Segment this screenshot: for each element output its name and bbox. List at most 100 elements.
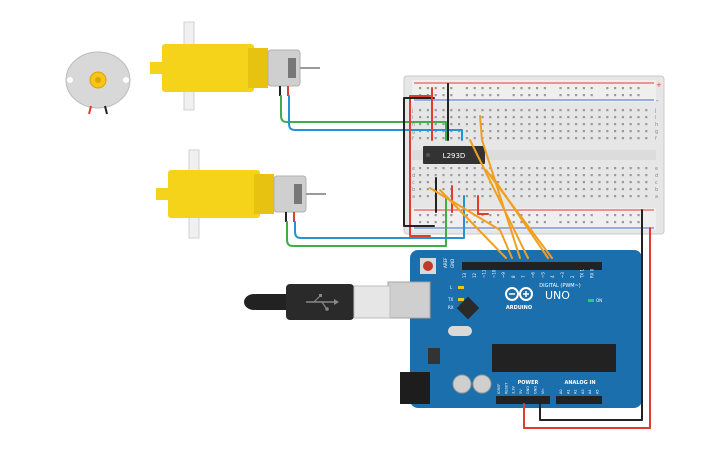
breadboard-hole bbox=[590, 195, 593, 198]
breadboard-hole bbox=[504, 109, 507, 112]
breadboard-hole bbox=[629, 181, 632, 184]
wire-black-rail-jumper bbox=[403, 97, 435, 227]
rail-hole bbox=[606, 94, 609, 97]
rail-hole bbox=[520, 87, 523, 90]
rail-hole bbox=[426, 87, 429, 90]
breadboard-hole bbox=[473, 109, 476, 112]
rail-hole bbox=[419, 87, 422, 90]
breadboard-hole bbox=[543, 188, 546, 191]
breadboard-hole bbox=[504, 130, 507, 133]
digital-pin-label: 4 bbox=[550, 275, 555, 278]
breadboard-hole bbox=[621, 167, 624, 170]
rail-hole bbox=[629, 214, 632, 217]
breadboard-hole bbox=[614, 116, 617, 119]
wire-red-enable bbox=[477, 195, 489, 215]
wire-red-5v bbox=[523, 227, 651, 429]
gear-motor-2 bbox=[156, 149, 326, 239]
row-letter: e bbox=[412, 166, 415, 172]
breadboard-hole bbox=[465, 181, 468, 184]
breadboard-hole bbox=[590, 130, 593, 133]
breadboard-hole bbox=[575, 195, 578, 198]
breadboard-hole bbox=[590, 167, 593, 170]
bottom-power-rail bbox=[412, 208, 656, 230]
breadboard-hole bbox=[528, 130, 531, 133]
breadboard-hole bbox=[567, 137, 570, 140]
breadboard-hole bbox=[520, 109, 523, 112]
breadboard-hole bbox=[528, 109, 531, 112]
led-on-label: ON bbox=[596, 298, 602, 303]
breadboard-hole bbox=[512, 188, 515, 191]
analog-header-label: ANALOG IN bbox=[564, 380, 595, 386]
breadboard-hole bbox=[481, 123, 484, 126]
rail-hole bbox=[559, 87, 562, 90]
rail-hole bbox=[629, 94, 632, 97]
rail-hole bbox=[426, 214, 429, 217]
rail-hole bbox=[426, 221, 429, 224]
breadboard-hole bbox=[575, 130, 578, 133]
rail-hole bbox=[528, 221, 531, 224]
rail-hole bbox=[481, 94, 484, 97]
rail-minus-label: - bbox=[656, 97, 659, 105]
breadboard-hole bbox=[497, 116, 500, 119]
breadboard-hole bbox=[512, 123, 515, 126]
breadboard-hole bbox=[551, 130, 554, 133]
breadboard-hole bbox=[637, 123, 640, 126]
breadboard-hole bbox=[426, 137, 429, 140]
rail-hole bbox=[481, 221, 484, 224]
reset-button-cap bbox=[423, 261, 433, 271]
rail-hole bbox=[621, 94, 624, 97]
breadboard-hole bbox=[567, 174, 570, 177]
breadboard-hole bbox=[567, 123, 570, 126]
rail-hole bbox=[465, 221, 468, 224]
digital-pin-label: 2 bbox=[570, 275, 575, 278]
rail-hole bbox=[582, 94, 585, 97]
breadboard-hole bbox=[489, 188, 492, 191]
breadboard-hole bbox=[598, 130, 601, 133]
row-letter: h bbox=[655, 122, 658, 128]
digital-pin-label: RX 0 bbox=[589, 268, 594, 278]
breadboard-hole bbox=[426, 109, 429, 112]
breadboard-hole bbox=[543, 137, 546, 140]
motor2-gearbox bbox=[168, 170, 260, 218]
rail-hole bbox=[543, 87, 546, 90]
breadboard-hole bbox=[606, 109, 609, 112]
rail-hole bbox=[434, 214, 437, 217]
breadboard-hole bbox=[504, 174, 507, 177]
motor-lead-black bbox=[104, 105, 108, 115]
breadboard-hole bbox=[434, 109, 437, 112]
digital-pin-label: ~10 bbox=[491, 269, 496, 278]
breadboard-hole bbox=[575, 116, 578, 119]
rail-hole bbox=[536, 221, 539, 224]
breadboard-hole bbox=[528, 116, 531, 119]
rail-hole bbox=[575, 94, 578, 97]
breadboard-hole bbox=[543, 109, 546, 112]
breadboard-hole bbox=[575, 123, 578, 126]
breadboard-hole bbox=[645, 123, 648, 126]
motor2-shaft-stub bbox=[156, 188, 168, 200]
breadboard-hole bbox=[606, 116, 609, 119]
breadboard-hole bbox=[559, 167, 562, 170]
breadboard-hole bbox=[614, 123, 617, 126]
breadboard-hole bbox=[512, 116, 515, 119]
breadboard-hole bbox=[528, 181, 531, 184]
breadboard-hole bbox=[536, 130, 539, 133]
motor-mount-hole-left bbox=[67, 77, 73, 83]
breadboard-hole bbox=[614, 137, 617, 140]
breadboard-hole bbox=[629, 174, 632, 177]
breadboard-hole bbox=[489, 109, 492, 112]
rail-hole bbox=[442, 87, 445, 90]
rail-hole bbox=[637, 221, 640, 224]
led-rx-label: RX bbox=[448, 305, 454, 310]
breadboard-hole bbox=[575, 174, 578, 177]
power-pin-label: 5V bbox=[519, 389, 523, 394]
led-l bbox=[458, 286, 464, 289]
arduino-logo-icon bbox=[505, 287, 533, 301]
breadboard-hole bbox=[434, 123, 437, 126]
rail-hole bbox=[489, 221, 492, 224]
breadboard-hole bbox=[621, 123, 624, 126]
motor1-clamp bbox=[248, 48, 268, 88]
power-pin-label: GND bbox=[526, 386, 530, 394]
breadboard-hole bbox=[590, 109, 593, 112]
rail-hole bbox=[582, 221, 585, 224]
